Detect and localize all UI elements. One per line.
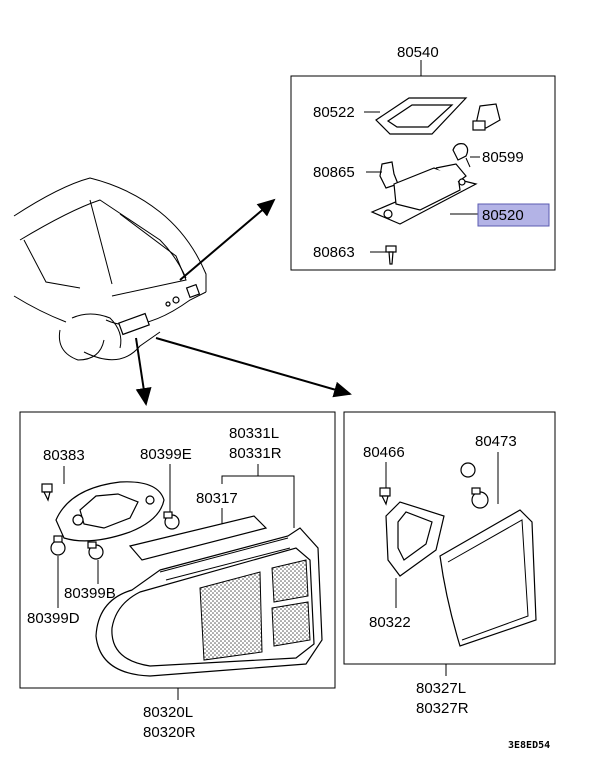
label-80399B[interactable]: 80399B: [64, 585, 116, 602]
label-80320L[interactable]: 80320L: [143, 704, 193, 721]
license-lamp-box: [290, 75, 556, 271]
bulb-80473[interactable]: [471, 487, 489, 509]
label-80331R[interactable]: 80331R: [229, 445, 282, 462]
arrow-to-reflector: [155, 337, 352, 398]
license-lamp-group: 80540 80522 80599 80865: [290, 44, 556, 271]
label-80327R[interactable]: 80327R: [416, 700, 469, 717]
gasket-80322[interactable]: [385, 501, 445, 577]
label-80540[interactable]: 80540: [397, 44, 439, 61]
label-80865[interactable]: 80865: [313, 164, 355, 181]
label-80522[interactable]: 80522: [313, 104, 355, 121]
highlight-80520: [477, 203, 550, 227]
label-80399D[interactable]: 80399D: [27, 610, 80, 627]
clip-80383[interactable]: [41, 483, 53, 502]
label-80322[interactable]: 80322: [369, 614, 411, 631]
label-80331L[interactable]: 80331L: [229, 425, 279, 442]
reflector-80327[interactable]: [439, 509, 537, 647]
reflector-box: [343, 411, 556, 665]
label-80317[interactable]: 80317: [196, 490, 238, 507]
bulb-80399E[interactable]: [163, 511, 180, 530]
label-80399E[interactable]: 80399E: [140, 446, 192, 463]
rear-lamp-group: 80383 80399E 80331L 80331R 80317: [19, 411, 336, 741]
label-80863[interactable]: 80863: [313, 244, 355, 261]
arrow-to-rear-lamp: [135, 337, 152, 406]
label-80327L[interactable]: 80327L: [416, 680, 466, 697]
bulb-80399B[interactable]: [87, 541, 104, 560]
socket-plate[interactable]: [55, 481, 165, 542]
label-80473[interactable]: 80473: [475, 433, 517, 450]
vehicle-rear-view: [13, 177, 207, 361]
arrow-to-license-lamp: [179, 198, 276, 281]
socket-80473[interactable]: [460, 462, 476, 478]
label-80466[interactable]: 80466: [363, 444, 405, 461]
label-80520[interactable]: 80520: [482, 207, 524, 224]
label-80383[interactable]: 80383: [43, 447, 85, 464]
gasket-80522[interactable]: [375, 97, 468, 135]
gasket-80317[interactable]: [128, 515, 268, 561]
label-80599[interactable]: 80599: [482, 149, 524, 166]
label-80320R[interactable]: 80320R: [143, 724, 196, 741]
socket-part[interactable]: [472, 103, 501, 131]
diagram-code: 3E8ED54: [508, 740, 550, 751]
clip-80466[interactable]: [379, 487, 391, 506]
reflector-group: 80466 80473 80322 80327L 80327R: [343, 411, 556, 717]
bulb-80599[interactable]: [452, 143, 471, 168]
license-lamp-80520[interactable]: [370, 163, 478, 225]
bulb-80399D[interactable]: [50, 535, 66, 556]
rear-lamp-80320[interactable]: [95, 527, 323, 677]
screw-80863[interactable]: [385, 245, 397, 265]
